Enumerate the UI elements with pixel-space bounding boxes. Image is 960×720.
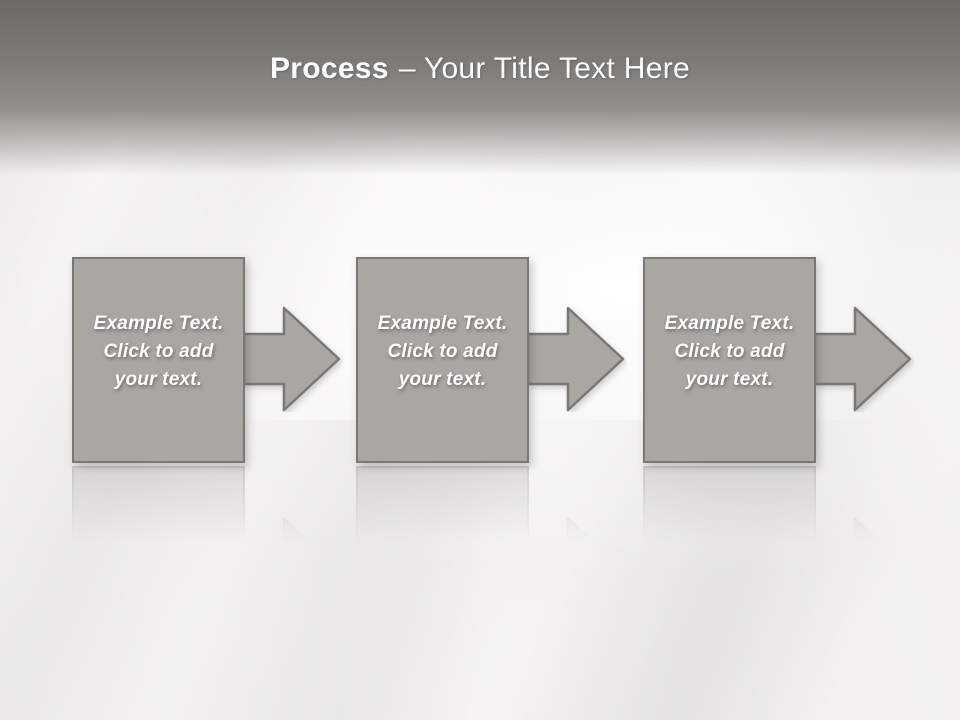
header-band: Process – Your Title Text Here: [0, 0, 960, 175]
step-text-placeholder[interactable]: Example Text. Click to add your text.: [356, 257, 529, 463]
step-reflection: [356, 466, 628, 551]
step-reflection: [643, 466, 915, 551]
process-step-1: Example Text. Click to add your text.: [72, 257, 344, 463]
step-text-placeholder[interactable]: Example Text. Click to add your text.: [643, 257, 816, 463]
step-text-line: Example Text.: [93, 313, 224, 334]
step-text-line: Example Text.: [377, 313, 508, 334]
step-text-placeholder[interactable]: Example Text. Click to add your text.: [72, 257, 245, 463]
step-text: Example Text. Click to add your text.: [94, 310, 224, 410]
step-text-line: your text.: [685, 369, 774, 390]
step-text: Example Text. Click to add your text.: [378, 310, 508, 410]
arrow-right-icon: [814, 306, 912, 412]
step-text-line: your text.: [114, 369, 203, 390]
step-text-line: Click to add: [674, 341, 785, 362]
step-text-line: Click to add: [103, 341, 214, 362]
silk-background-fold: [0, 420, 960, 720]
step-text-line: Click to add: [387, 341, 498, 362]
step-text-line: Example Text.: [664, 313, 795, 334]
slide-title-keyword: Process: [269, 52, 389, 85]
process-step-2: Example Text. Click to add your text.: [356, 257, 628, 463]
step-text-line: your text.: [398, 369, 487, 390]
slide-title: Process – Your Title Text Here: [0, 52, 960, 86]
arrow-right-icon: [527, 306, 625, 412]
step-reflection: [72, 466, 344, 551]
process-step-3: Example Text. Click to add your text.: [643, 257, 915, 463]
slide-title-rest: – Your Title Text Here: [398, 52, 691, 85]
step-text: Example Text. Click to add your text.: [665, 310, 795, 410]
arrow-right-icon: [243, 306, 341, 412]
